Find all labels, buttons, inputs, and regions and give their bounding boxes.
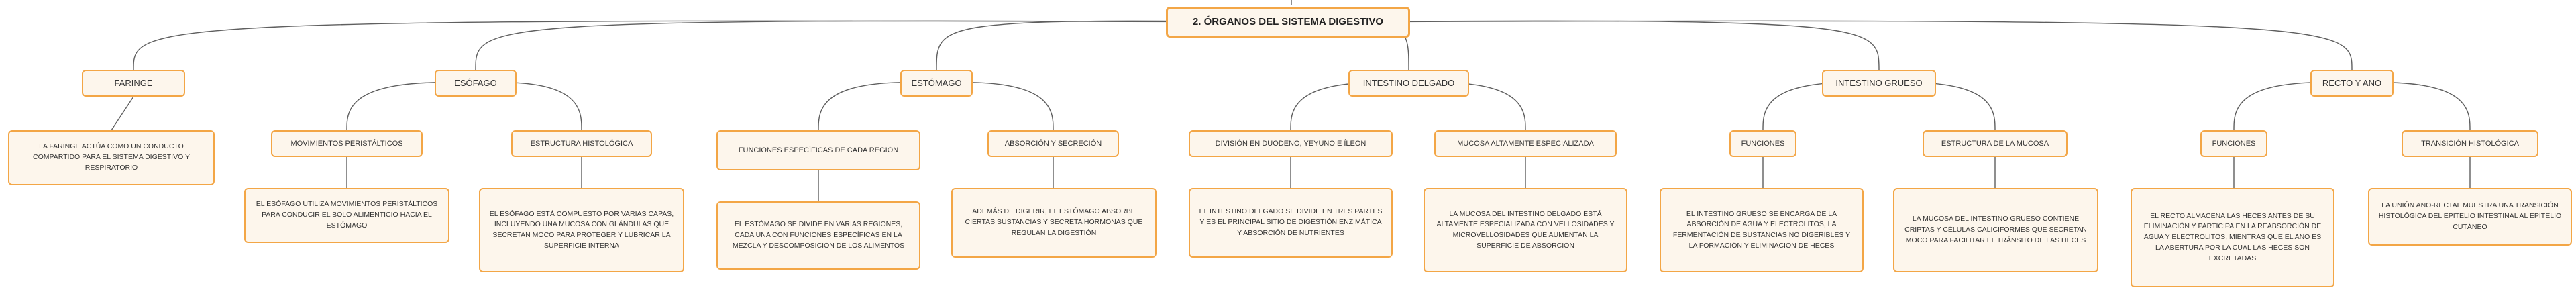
sub-movimientos-peristalticos[interactable]: MOVIMIENTOS PERISTÁLTICOS xyxy=(271,130,423,157)
root-node[interactable]: 2. ÓRGANOS DEL SISTEMA DIGESTIVO xyxy=(1166,7,1410,38)
branch-faringe[interactable]: FARINGE xyxy=(82,70,185,97)
desc-funciones-recto: EL RECTO ALMACENA LAS HECES ANTES DE SU … xyxy=(2131,188,2334,287)
sub-division-duodeno[interactable]: DIVISIÓN EN DUODENO, YEYUNO E ÍLEON xyxy=(1189,130,1393,157)
desc-division-duodeno: EL INTESTINO DELGADO SE DIVIDE EN TRES P… xyxy=(1189,188,1393,258)
desc-transicion-histologica: LA UNIÓN ANO-RECTAL MUESTRA UNA TRANSICI… xyxy=(2368,188,2572,246)
desc-absorcion-secrecion: ADEMÁS DE DIGERIR, EL ESTÓMAGO ABSORBE C… xyxy=(951,188,1157,258)
desc-funciones-region: EL ESTÓMAGO SE DIVIDE EN VARIAS REGIONES… xyxy=(716,201,920,270)
sub-funciones-region[interactable]: FUNCIONES ESPECÍFICAS DE CADA REGIÓN xyxy=(716,130,920,170)
branch-intestino-grueso[interactable]: INTESTINO GRUESO xyxy=(1822,70,1936,97)
sub-estructura-histologica-esofago[interactable]: ESTRUCTURA HISTOLÓGICA xyxy=(511,130,652,157)
desc-mucosa-especializada: LA MUCOSA DEL INTESTINO DELGADO ESTÁ ALT… xyxy=(1424,188,1627,272)
branch-recto-ano[interactable]: RECTO Y ANO xyxy=(2310,70,2394,97)
sub-estructura-mucosa[interactable]: ESTRUCTURA DE LA MUCOSA xyxy=(1923,130,2068,157)
desc-estructura-histologica-esofago: EL ESÓFAGO ESTÁ COMPUESTO POR VARIAS CAP… xyxy=(479,188,684,272)
sub-absorcion-secrecion[interactable]: ABSORCIÓN Y SECRECIÓN xyxy=(987,130,1119,157)
desc-movimientos-peristalticos: EL ESÓFAGO UTILIZA MOVIMIENTOS PERISTÁLT… xyxy=(244,188,449,243)
desc-funciones-grueso: EL INTESTINO GRUESO SE ENCARGA DE LA ABS… xyxy=(1660,188,1864,272)
sub-funciones-recto[interactable]: FUNCIONES xyxy=(2200,130,2267,157)
branch-intestino-delgado[interactable]: INTESTINO DELGADO xyxy=(1348,70,1469,97)
desc-faringe: LA FARINGE ACTÚA COMO UN CONDUCTO COMPAR… xyxy=(8,130,215,185)
sub-transicion-histologica[interactable]: TRANSICIÓN HISTOLÓGICA xyxy=(2402,130,2538,157)
desc-estructura-mucosa: LA MUCOSA DEL INTESTINO GRUESO CONTIENE … xyxy=(1893,188,2098,272)
sub-funciones-grueso[interactable]: FUNCIONES xyxy=(1729,130,1796,157)
sub-mucosa-especializada[interactable]: MUCOSA ALTAMENTE ESPECIALIZADA xyxy=(1434,130,1617,157)
branch-estomago[interactable]: ESTÓMAGO xyxy=(900,70,973,97)
branch-esofago[interactable]: ESÓFAGO xyxy=(435,70,517,97)
